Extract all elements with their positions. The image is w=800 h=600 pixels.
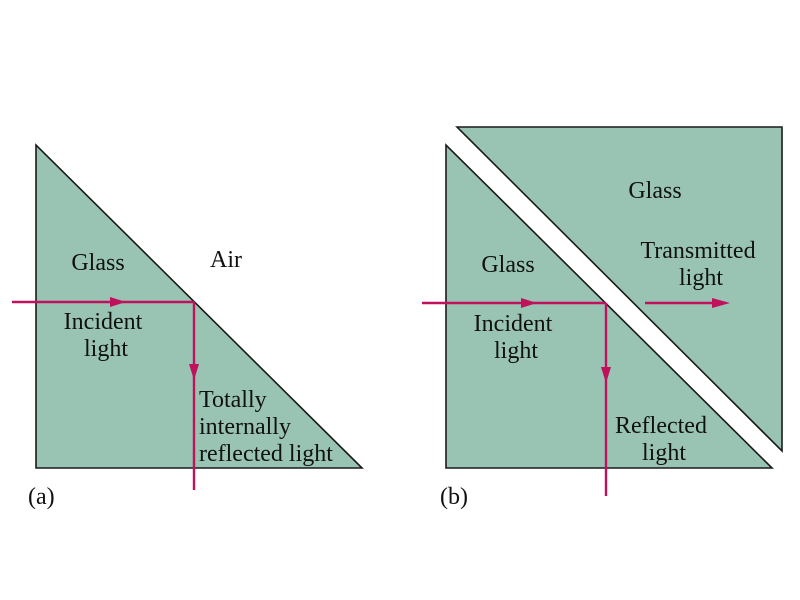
incident-arrowhead-a: [110, 297, 126, 307]
glass-label-b-upper: Glass: [628, 178, 681, 204]
reflected-arrowhead-a: [189, 364, 199, 380]
incident-label-a-line-2: light: [84, 336, 128, 362]
incident-label-a-line-1: Incident: [64, 309, 143, 335]
transmitted-arrowhead-b: [712, 298, 730, 308]
glass-label-a: Glass: [71, 250, 124, 276]
air-label-a: Air: [210, 247, 242, 273]
transmitted-label-b-line-2: light: [679, 265, 723, 291]
panel-tag-b: (b): [440, 484, 468, 510]
reflected-label-b-line-2: light: [642, 440, 686, 466]
reflected-label-b-line-1: Reflected: [615, 413, 707, 439]
incident-label-b: Incident light: [474, 311, 559, 364]
reflected-arrowhead-b: [601, 367, 611, 383]
reflected-label-a-line-3: reflected light: [199, 441, 333, 467]
reflected-label-b: Reflected light: [615, 413, 713, 466]
glass-label-b-lower: Glass: [481, 252, 534, 278]
incident-label-a: Incident light: [64, 309, 149, 362]
panel-a: Glass Air Incident light Totally interna…: [12, 143, 364, 510]
incident-label-b-line-2: light: [494, 338, 538, 364]
glass-prism-b-lower: [445, 143, 774, 469]
transmitted-label-b: Transmitted light: [640, 238, 761, 291]
glass-prism-a: [35, 143, 364, 469]
incident-arrowhead-b: [521, 298, 537, 308]
panel-b: Glass Glass Transmitted light Incident l…: [422, 126, 783, 510]
panel-tag-a: (a): [28, 484, 55, 510]
reflected-label-a-line-2: internally: [199, 414, 291, 440]
transmitted-label-b-line-1: Transmitted: [640, 238, 755, 264]
reflected-label-a-line-1: Totally: [199, 387, 267, 413]
incident-label-b-line-1: Incident: [474, 311, 553, 337]
glass-prism-b-upper: [455, 126, 783, 453]
reflected-label-a: Totally internally reflected light: [199, 387, 333, 467]
